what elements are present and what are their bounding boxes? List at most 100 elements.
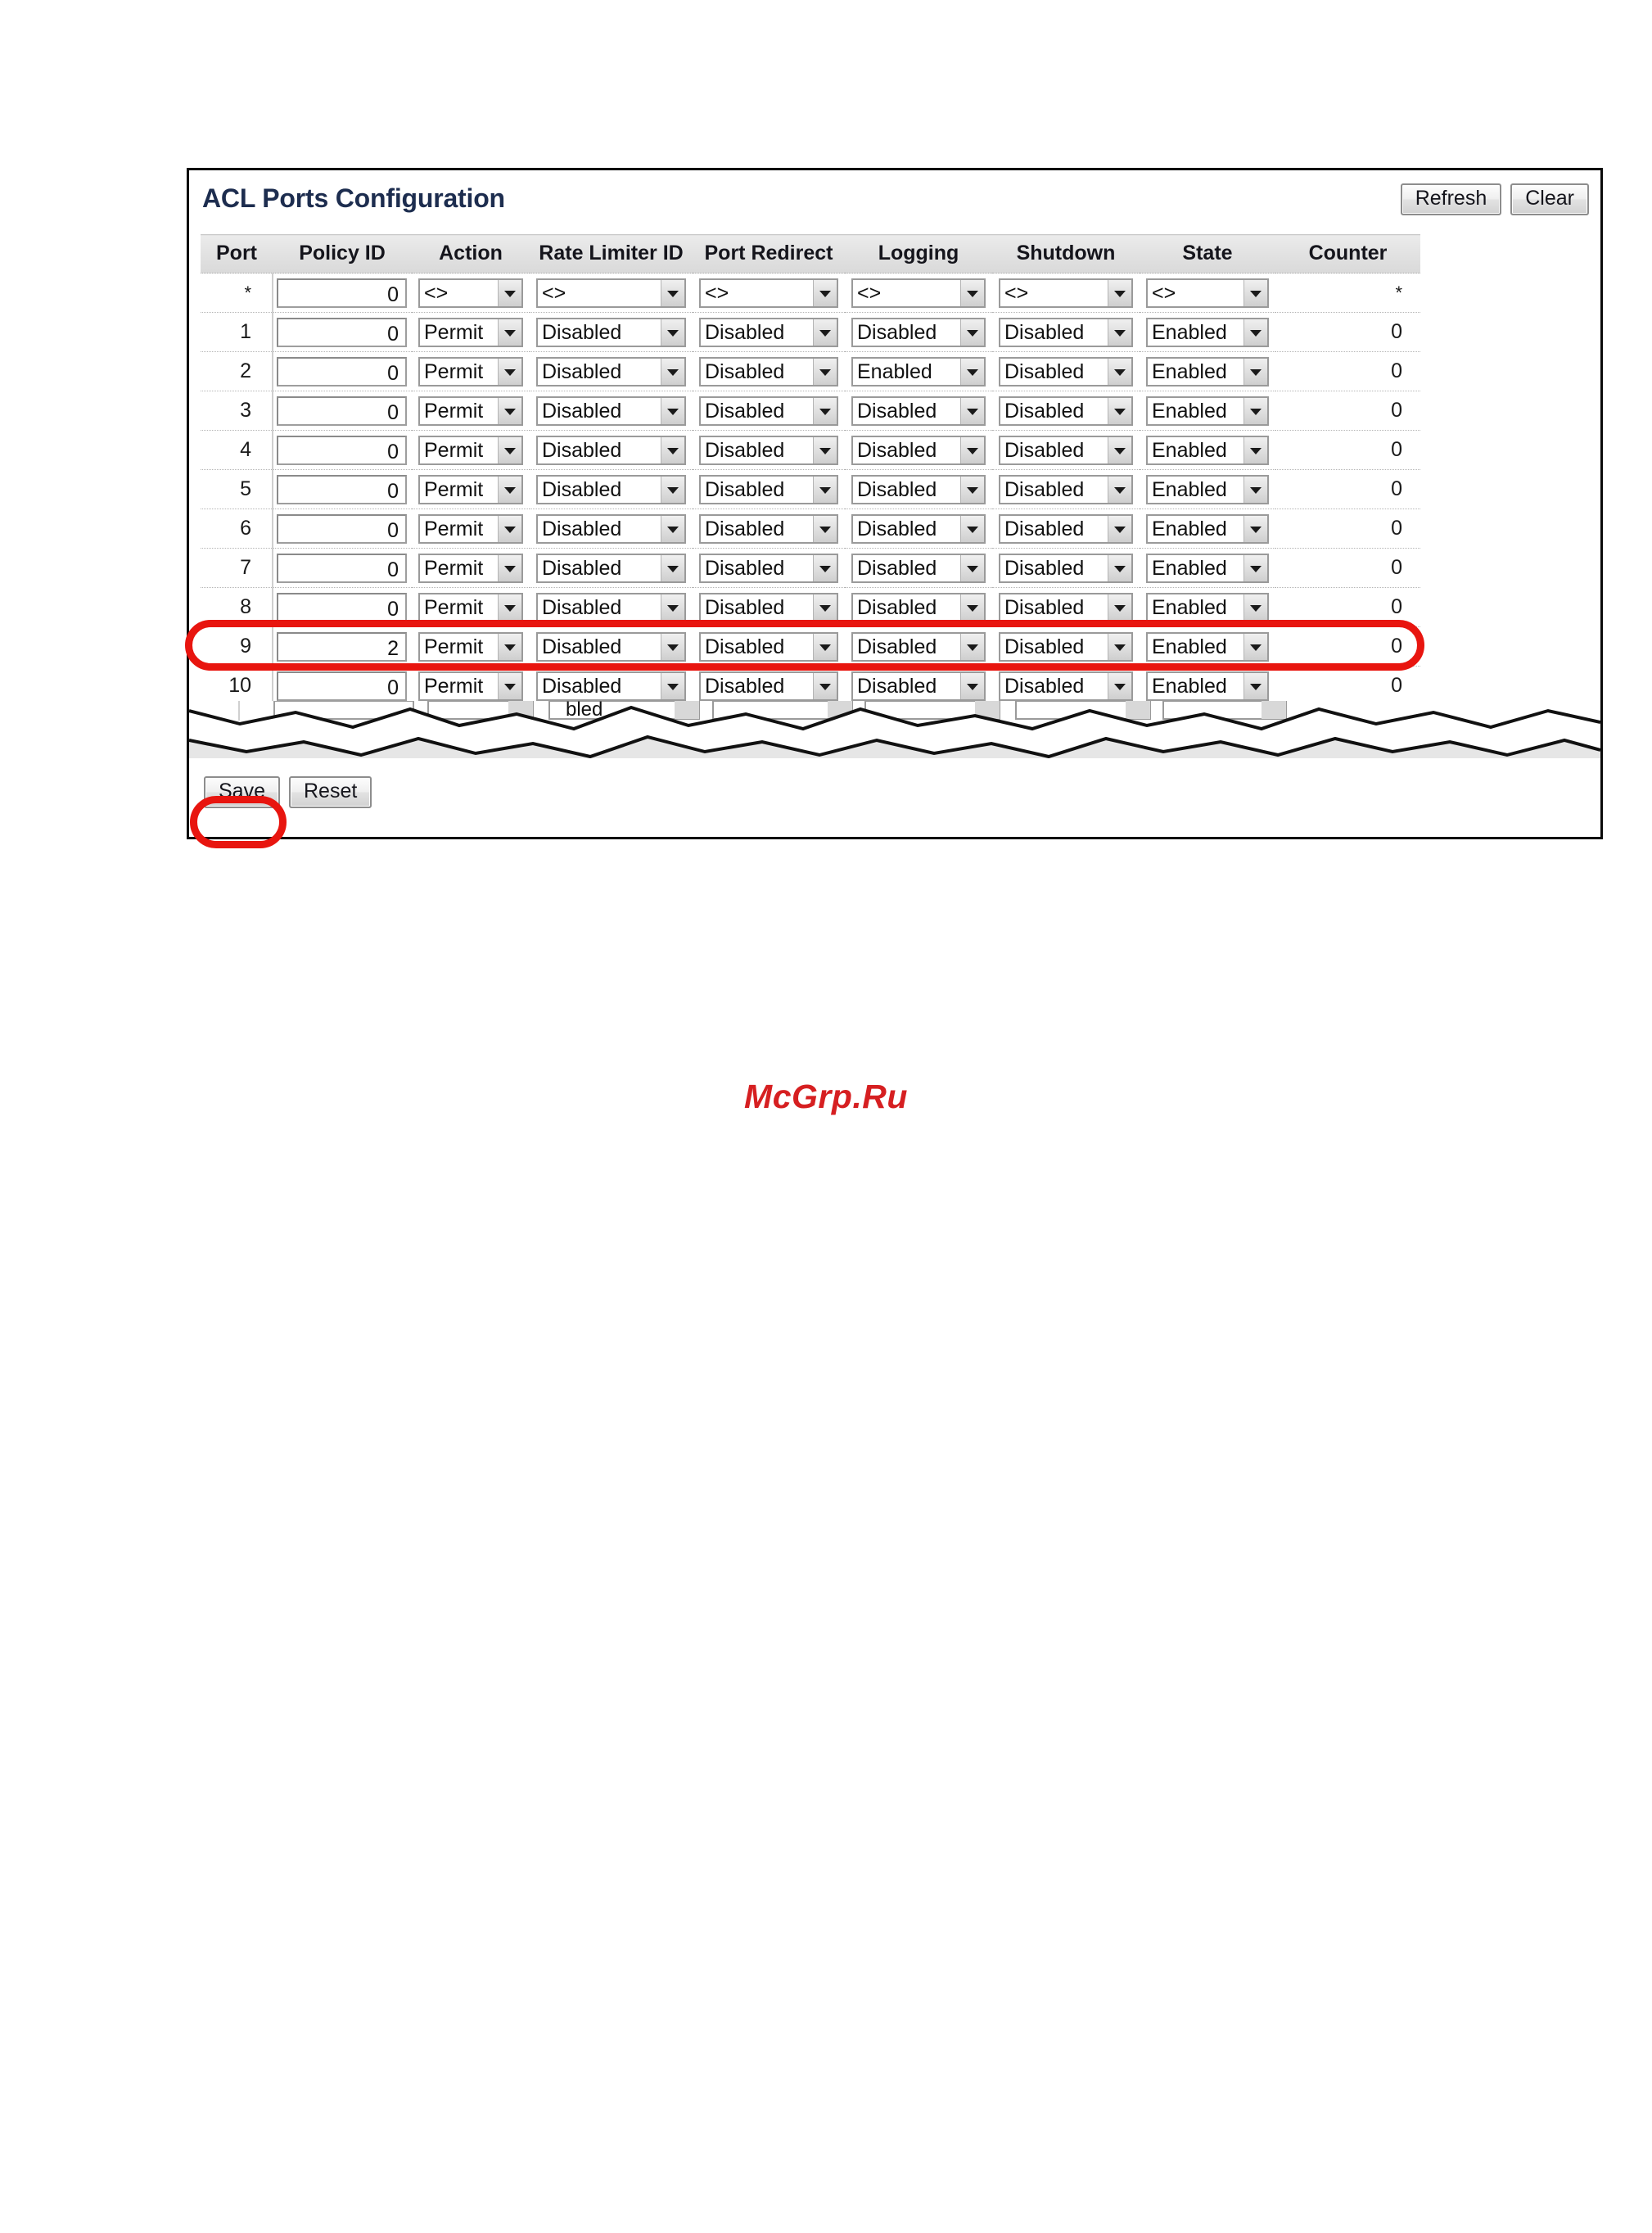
action-select[interactable]: Permit	[418, 671, 523, 701]
logging-select[interactable]: Disabled	[851, 317, 986, 347]
action-select[interactable]: Permit	[418, 356, 523, 386]
rate-limiter-id-select[interactable]: Disabled	[536, 553, 686, 583]
state-select[interactable]: Enabled	[1146, 317, 1269, 347]
clear-button[interactable]: Clear	[1510, 183, 1589, 215]
action-select[interactable]: Permit	[418, 553, 523, 583]
rate-limiter-id-select[interactable]: Disabled	[536, 474, 686, 504]
rate-limiter-id-select[interactable]: Disabled	[536, 513, 686, 544]
port-redirect-select[interactable]: Disabled	[699, 592, 838, 622]
logging-select[interactable]: Disabled	[851, 671, 986, 701]
logging-select[interactable]: Disabled	[851, 396, 986, 426]
port-redirect-select[interactable]: Disabled	[699, 435, 838, 465]
rate-limiter-id-select[interactable]: Disabled	[536, 356, 686, 386]
port-redirect-select[interactable]: Disabled	[699, 356, 838, 386]
rate-limiter-id-select[interactable]: Disabled	[536, 435, 686, 465]
state-select[interactable]: Enabled	[1146, 474, 1269, 504]
action-select[interactable]: Permit	[418, 631, 523, 662]
port-redirect-select[interactable]: Disabled	[699, 553, 838, 583]
state-select[interactable]: Enabled	[1146, 435, 1269, 465]
policy-id-input[interactable]: 0	[277, 435, 407, 465]
shutdown-select[interactable]: Disabled	[999, 553, 1133, 583]
policy-id-input[interactable]: 0	[277, 592, 407, 622]
chevron-down-icon	[1244, 476, 1267, 503]
shutdown-select[interactable]: Disabled	[999, 396, 1133, 426]
logging-select[interactable]: Disabled	[851, 474, 986, 504]
port-redirect-select[interactable]: Disabled	[699, 474, 838, 504]
cell-action: Permit	[412, 509, 530, 549]
cell-policy-id: 0	[273, 548, 412, 588]
state-select[interactable]: Enabled	[1146, 356, 1269, 386]
logging-select[interactable]: Disabled	[851, 513, 986, 544]
cell-state: Enabled	[1140, 312, 1275, 352]
cell-rate-limiter-id: Disabled	[530, 391, 693, 431]
policy-id-input[interactable]: 0	[277, 317, 407, 347]
action-select[interactable]: Permit	[418, 317, 523, 347]
cell-shutdown: Disabled	[992, 548, 1140, 588]
shutdown-select[interactable]: Disabled	[999, 671, 1133, 701]
svg-text:bled: bled	[566, 701, 603, 721]
action-select[interactable]: Permit	[418, 435, 523, 465]
counter-value: *	[1395, 283, 1402, 303]
header-button-group: Refresh Clear	[1400, 183, 1589, 215]
action-select[interactable]: Permit	[418, 396, 523, 426]
policy-id-input[interactable]: 2	[277, 631, 407, 662]
port-redirect-select[interactable]: Disabled	[699, 631, 838, 662]
chevron-down-icon	[960, 554, 984, 581]
chevron-down-icon	[1108, 633, 1131, 660]
shutdown-select[interactable]: Disabled	[999, 435, 1133, 465]
logging-select[interactable]: Disabled	[851, 553, 986, 583]
rate-limiter-id-select[interactable]: Disabled	[536, 671, 686, 701]
shutdown-select[interactable]: Disabled	[999, 317, 1133, 347]
policy-id-input[interactable]: 0	[277, 474, 407, 504]
state-select[interactable]: Enabled	[1146, 671, 1269, 701]
action-select[interactable]: Permit	[418, 513, 523, 544]
cell-state: Enabled	[1140, 666, 1275, 706]
shutdown-select[interactable]: Disabled	[999, 356, 1133, 386]
shutdown-select[interactable]: Disabled	[999, 631, 1133, 662]
policy-id-input[interactable]: 0	[277, 356, 407, 386]
rate-limiter-id-select[interactable]: <>	[536, 278, 686, 308]
policy-id-input[interactable]: 0	[277, 671, 407, 701]
state-select[interactable]: Enabled	[1146, 553, 1269, 583]
shutdown-select[interactable]: Disabled	[999, 474, 1133, 504]
state-select[interactable]: Enabled	[1146, 631, 1269, 662]
chevron-down-icon	[498, 319, 521, 346]
chevron-down-icon	[813, 554, 837, 581]
shutdown-select[interactable]: Disabled	[999, 513, 1133, 544]
port-redirect-select[interactable]: Disabled	[699, 513, 838, 544]
state-select[interactable]: Enabled	[1146, 592, 1269, 622]
logging-select[interactable]: Disabled	[851, 631, 986, 662]
reset-button[interactable]: Reset	[288, 776, 372, 808]
cell-counter: 0	[1275, 509, 1420, 549]
chevron-down-icon	[661, 319, 684, 346]
logging-select[interactable]: Enabled	[851, 356, 986, 386]
logging-select[interactable]: Disabled	[851, 435, 986, 465]
port-redirect-select[interactable]: Disabled	[699, 396, 838, 426]
rate-limiter-id-select[interactable]: Disabled	[536, 396, 686, 426]
policy-id-input[interactable]: 0	[277, 278, 407, 308]
port-redirect-select[interactable]: Disabled	[699, 671, 838, 701]
state-select[interactable]: Enabled	[1146, 513, 1269, 544]
policy-id-input[interactable]: 0	[277, 396, 407, 426]
shutdown-select[interactable]: <>	[999, 278, 1133, 308]
save-button[interactable]: Save	[204, 776, 280, 808]
logging-select[interactable]: <>	[851, 278, 986, 308]
action-select[interactable]: Permit	[418, 592, 523, 622]
state-select[interactable]: Enabled	[1146, 396, 1269, 426]
shutdown-select[interactable]: Disabled	[999, 592, 1133, 622]
policy-id-input[interactable]: 0	[277, 513, 407, 544]
cell-port: 2	[201, 351, 273, 391]
state-select[interactable]: <>	[1146, 278, 1269, 308]
cell-rate-limiter-id: Disabled	[530, 430, 693, 470]
rate-limiter-id-select[interactable]: Disabled	[536, 592, 686, 622]
refresh-button[interactable]: Refresh	[1400, 183, 1502, 215]
rate-limiter-id-select[interactable]: Disabled	[536, 317, 686, 347]
action-select[interactable]: Permit	[418, 474, 523, 504]
logging-select[interactable]: Disabled	[851, 592, 986, 622]
port-redirect-select[interactable]: <>	[699, 278, 838, 308]
policy-id-input[interactable]: 0	[277, 553, 407, 583]
rate-limiter-id-select[interactable]: Disabled	[536, 631, 686, 662]
port-redirect-select[interactable]: Disabled	[699, 317, 838, 347]
cell-shutdown: Disabled	[992, 587, 1140, 627]
action-select[interactable]: <>	[418, 278, 523, 308]
